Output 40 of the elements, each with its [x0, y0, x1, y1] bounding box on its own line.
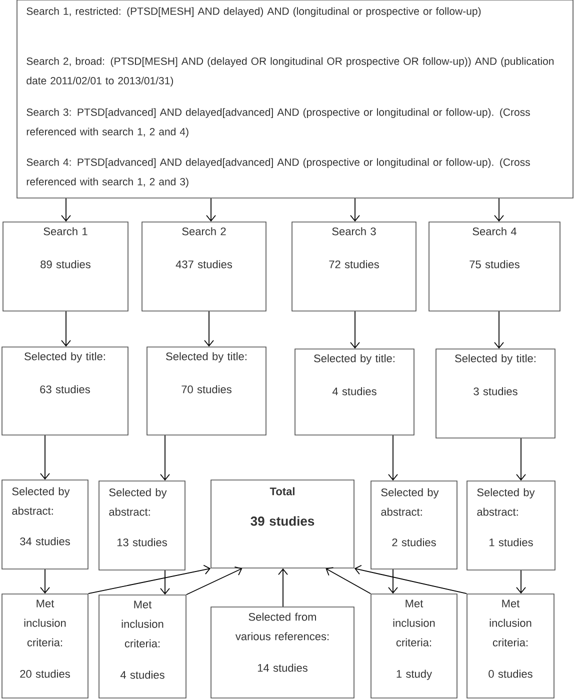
process-box: Search 2 437 studies — [142, 222, 266, 312]
arrow — [516, 570, 526, 594]
arrow — [61, 198, 71, 222]
search-criteria-box: Search 1, restricted: (PTSD[MESH] AND delayed) AND (longitudinal or prospective or follow-up) Search 2, broad: (PTSD[MESH] AND (delayed OR longitudinal OR prospective OR follow-up)) AND (publication date 2011/02/01 to 2013/01/31) Search 3: PTSD[advanced] AND delayed[advanced] AND (prospective or longitudinal or follow-up). (Cross referenced with search 1, 2 and 4) Search 4: PTSD[advanced] AND delayed[advanced] AND (prospective or longitudinal or follow-up). (Cross referenced with search 1, 2 and 3) — [16, 0, 574, 198]
arrow — [160, 434, 170, 481]
arrow — [326, 567, 372, 594]
arrow — [40, 434, 50, 480]
arrow — [350, 310, 360, 349]
process-box: Selected by title: 3 studies — [436, 348, 556, 438]
process-box: Met inclusion criteria: 4 studies — [98, 594, 186, 698]
process-box: Selected from various references: 14 studies — [210, 606, 354, 698]
process-box: Selected by abstract: 2 studies — [370, 480, 458, 570]
process-box: Met inclusion criteria: 20 studies — [2, 594, 88, 698]
process-box: Selected by abstract: 13 studies — [98, 480, 186, 570]
process-box: Selected by abstract: 34 studies — [2, 480, 88, 570]
arrow — [388, 568, 398, 594]
total-box: Total 39 studies — [210, 480, 354, 568]
arrow — [278, 568, 288, 608]
process-box: Met inclusion criteria: 1 study — [370, 594, 458, 698]
process-box: Selected by title: 4 studies — [294, 348, 414, 436]
arrow — [206, 198, 216, 222]
process-box: Selected by abstract: 1 studies — [466, 480, 556, 570]
process-box: Search 3 72 studies — [292, 222, 416, 312]
arrow — [494, 310, 504, 349]
process-box: Search 4 75 studies — [428, 222, 560, 312]
process-box: Search 1 89 studies — [2, 222, 128, 312]
arrow — [204, 310, 214, 347]
arrow — [516, 438, 526, 481]
arrow — [61, 310, 71, 347]
arrow — [388, 434, 398, 481]
arrow — [350, 198, 360, 222]
arrow — [160, 570, 170, 595]
arrow — [494, 198, 504, 222]
process-box: Selected by title: 63 studies — [2, 346, 128, 436]
arrow — [354, 564, 468, 594]
arrow — [186, 566, 242, 596]
arrow — [40, 568, 50, 594]
arrow — [88, 564, 211, 594]
process-box: Met inclusion criteria: 0 studies — [466, 594, 554, 698]
process-box: Selected by title: 70 studies — [146, 346, 266, 436]
